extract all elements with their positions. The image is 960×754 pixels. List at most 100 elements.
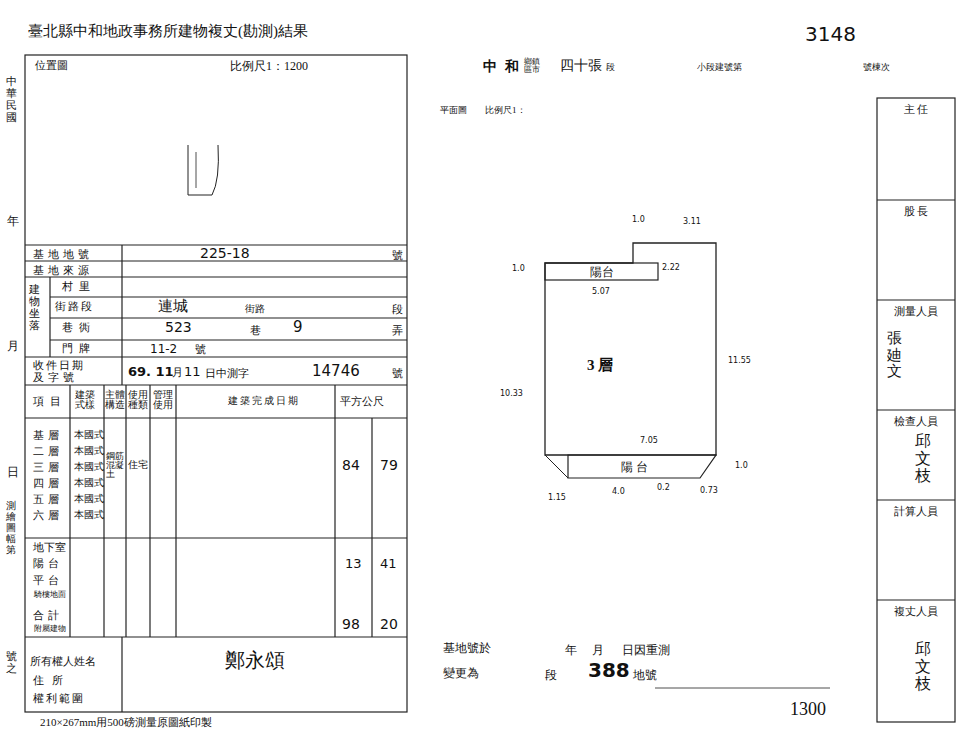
form-label: 陽台 [33,558,63,569]
form-label: 巷 [250,325,261,336]
form-label: 日 [7,466,19,478]
form-label: 基地號於 [443,642,491,654]
form-label: 基地來源 [33,265,93,276]
form-label: 523 [165,320,192,334]
form-label: 14746 [312,364,360,379]
form-label: 比例尺1：1200 [230,60,308,72]
form-label: 建築完成日期 [228,396,300,406]
form-label: 98 [342,617,360,631]
staff-box: 計算人員 [877,500,955,600]
form-label: 街路段 [55,301,94,312]
form-label: 段 [545,669,557,681]
form-label: 0.73 [700,487,718,495]
vertical-label: 張廸文 [887,330,902,380]
form-label: 0.2 [657,484,670,492]
form-label: 20 [380,617,398,631]
form-label: 六層 [33,510,63,521]
form-label: 本國式 [74,431,104,441]
form-label: 日中測字 [205,368,249,379]
form-label: 合計 [33,610,63,621]
form-label: 79 [380,458,398,472]
form-label: 弄 [392,325,403,336]
form-label: 平方公尺 [340,396,384,407]
form-label: 巷衖 [62,322,96,333]
form-label: 建築式樣 [75,390,99,410]
form-label: 使用種類 [128,390,148,410]
form-label: 11.55 [728,357,751,365]
form-label: 月 [172,367,183,378]
form-label: 段 [392,304,403,315]
form-label: 年 [7,215,19,227]
form-label: 鋼筋混凝土 [106,452,126,479]
staff-title: 股 長 [904,206,929,217]
form-label: 五層 [33,494,63,505]
form-label: 11-2 [150,343,177,355]
staff-box: 主 任 [877,98,955,200]
form-label: 和 [505,60,519,74]
vertical-label: 測繪圖幅第 [6,500,16,555]
vertical-label: 號之 [6,650,17,674]
staff-title: 計算人員 [894,506,938,517]
form-label: 3148 [805,24,856,44]
form-label: 附屬建物 [34,625,66,633]
form-label: 段 [606,63,615,72]
form-label: 日因重測 [622,644,670,656]
form-label: 4.0 [612,488,625,496]
vertical-label: 中華民國 [6,75,17,123]
area-label: 陽 台 [621,461,648,473]
vertical-label: 建物坐落 [29,283,40,331]
form-label: 主體構造 [105,390,125,410]
form-label: 月 [7,340,19,352]
staff-title: 測量人員 [894,306,938,317]
staff-box: 檢查人員 [877,410,955,500]
form-label: 平面圖 [440,106,467,115]
vertical-label: 邱文枝 [915,432,931,485]
staff-title: 主 任 [904,104,929,115]
form-label: 門牌 [62,343,96,354]
staff-title: 複丈人員 [894,606,938,617]
staff-box: 股 長 [877,200,955,300]
form-label: 3.11 [683,218,701,226]
staff-box: 複丈人員 [877,600,955,722]
form-label: 中 [483,60,497,74]
form-label: 基層 [33,430,63,441]
form-label: 所有權人姓名 [30,656,96,667]
plan-area: 陽台 [545,263,658,280]
form-label: 號 [195,344,206,355]
form-label: 及字號 [33,372,78,383]
form-label: 388 [588,660,630,680]
form-label: 1.0 [512,265,525,273]
form-label: 平台 [33,575,63,586]
form-label: 號 [392,250,403,261]
form-label: 本國式 [74,479,104,489]
form-label: 號棟次 [863,63,890,72]
form-label: 10.33 [500,390,523,398]
form-label: 四層 [33,478,63,489]
form-label: 二層 [33,446,63,457]
form-label: 村里 [62,281,96,292]
form-label: 2.22 [662,264,680,272]
form-label: 69. 11 [128,365,174,378]
form-label: 街路 [245,304,265,314]
form-label: 鄭永頌 [225,650,285,670]
form-label: 基地地號 [33,249,93,260]
form-label: 小段建號第 [697,63,742,72]
form-label: 本國式 [74,511,104,521]
form-label: 住宅 [128,460,148,470]
form-label: 11 [184,365,201,378]
form-label: 9 [293,320,303,335]
plan-area: 3 層 [545,300,655,430]
staff-box: 測量人員 [877,300,955,410]
form-label: 7.05 [640,437,658,445]
form-label: 84 [342,458,360,472]
form-label: 1.0 [632,216,645,224]
form-label: 號 [392,368,403,379]
form-label: 本國式 [74,463,104,473]
form-label: 210×267mm用500磅測量原圖紙印製 [40,717,212,728]
form-label: 本國式 [74,495,104,505]
form-label: 1300 [790,700,826,718]
form-label: 四十張 [560,58,602,72]
form-label: 地號 [633,669,657,681]
form-label: 位置圖 [35,60,68,71]
